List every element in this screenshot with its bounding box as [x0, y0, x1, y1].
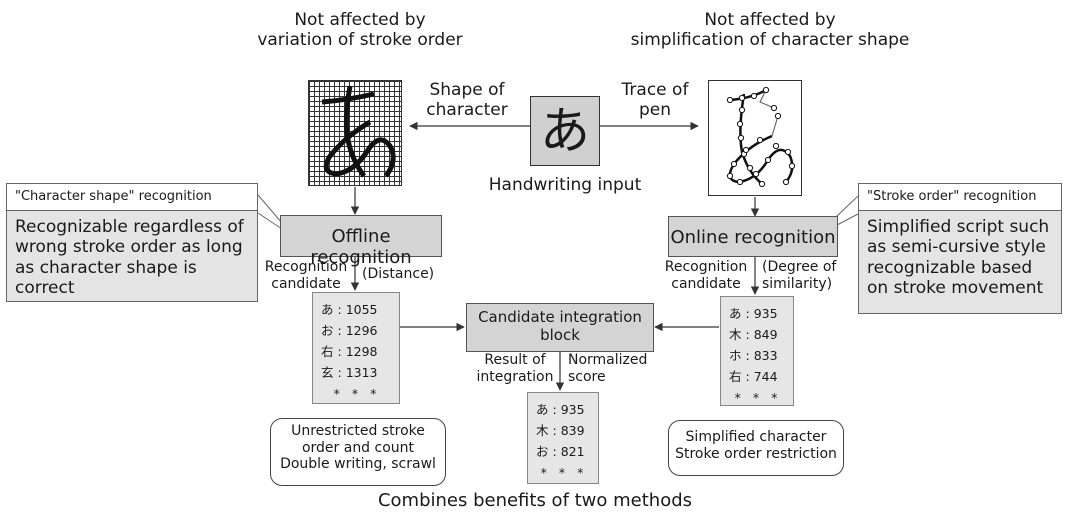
- candidate-score: 1313: [345, 365, 378, 380]
- candidate-char: 玄: [321, 365, 334, 380]
- candidate-row: あ : 935: [729, 306, 778, 321]
- online-feature-note: Simplified character Stroke order restri…: [668, 420, 844, 476]
- candidate-row: お : 821: [536, 444, 585, 459]
- candidate-score: 1298: [345, 344, 378, 359]
- input-glyph: あ: [540, 102, 590, 160]
- candidate-score: 744: [753, 369, 778, 384]
- offline-metric-label: (Distance): [362, 266, 435, 282]
- offline-candidate-label: Recognition candidate: [264, 259, 348, 292]
- candidate-char: お: [536, 444, 549, 459]
- candidate-char: あ: [321, 302, 334, 317]
- online-recognition-box: Online recognition: [668, 216, 838, 257]
- candidate-ellipsis: * * *: [540, 465, 588, 480]
- top-right-note: Not affected by simplification of charac…: [630, 10, 910, 51]
- candidate-score: 1055: [345, 302, 378, 317]
- offline-recognition-description: Recognizable regardless of wrong stroke …: [6, 210, 258, 302]
- candidate-row: ホ : 833: [729, 348, 778, 363]
- character-shape-recognition-tag: "Character shape" recognition: [6, 183, 258, 211]
- candidate-score: 849: [753, 327, 778, 342]
- candidate-integration-block: Candidate integration block: [466, 303, 654, 352]
- candidate-row: 玄 : 1313: [321, 365, 378, 380]
- handwriting-input-label: Handwriting input: [488, 175, 642, 195]
- online-recognition-description: Simplified script such as semi-cursive s…: [858, 210, 1062, 314]
- candidate-char: あ: [536, 402, 549, 417]
- online-candidate-label: Recognition candidate: [664, 259, 748, 292]
- offline-candidate-list: あ : 1055 お : 1296 右 : 1298 玄 : 1313 * * …: [312, 292, 400, 404]
- footer-caption: Combines benefits of two methods: [377, 490, 693, 511]
- offline-recognition-box: Offline recognition: [280, 215, 442, 268]
- candidate-char: 右: [729, 369, 742, 384]
- candidate-row: 木 : 849: [729, 327, 778, 342]
- character-shape-grid-image: [308, 80, 402, 186]
- candidate-row: 木 : 839: [536, 423, 585, 438]
- candidate-score: 935: [560, 402, 585, 417]
- candidate-char: 木: [729, 327, 742, 342]
- top-left-note: Not affected by variation of stroke orde…: [257, 10, 463, 51]
- candidate-score: 839: [560, 423, 585, 438]
- candidate-row: 右 : 1298: [321, 344, 378, 359]
- shape-of-character-label: Shape of character: [426, 80, 508, 121]
- candidate-char: ホ: [729, 348, 742, 363]
- candidate-char: お: [321, 323, 334, 338]
- handwriting-input-pad[interactable]: あ: [530, 96, 600, 166]
- offline-recognition-label: Offline recognition: [310, 226, 412, 269]
- online-candidate-list: あ : 935 木 : 849 ホ : 833 右 : 744 * * *: [720, 296, 794, 406]
- online-recognition-label: Online recognition: [670, 227, 836, 248]
- candidate-char: あ: [729, 306, 742, 321]
- pen-trace-image: [708, 80, 802, 196]
- offline-feature-note: Unrestricted stroke order and count Doub…: [270, 418, 446, 486]
- candidate-ellipsis: * * *: [734, 390, 782, 405]
- integrated-candidate-list: あ : 935 木 : 839 お : 821 * * *: [527, 392, 599, 484]
- integration-result-label: Result of integration: [476, 352, 554, 385]
- candidate-char: 右: [321, 344, 334, 359]
- candidate-score: 935: [753, 306, 778, 321]
- candidate-score: 821: [560, 444, 585, 459]
- candidate-char: 木: [536, 423, 549, 438]
- candidate-ellipsis: * * *: [333, 386, 381, 401]
- candidate-score: 833: [753, 348, 778, 363]
- stroke-order-recognition-tag: "Stroke order" recognition: [858, 183, 1062, 211]
- candidate-row: あ : 1055: [321, 302, 378, 317]
- online-metric-label: (Degree of similarity): [762, 259, 837, 292]
- normalized-score-label: Normalized score: [568, 352, 648, 385]
- candidate-row: お : 1296: [321, 323, 378, 338]
- integration-block-label: Candidate integration block: [478, 308, 642, 344]
- trace-of-pen-label: Trace of pen: [621, 80, 689, 121]
- pen-trace-strokes: [726, 86, 796, 188]
- candidate-row: あ : 935: [536, 402, 585, 417]
- candidate-score: 1296: [345, 323, 378, 338]
- candidate-row: 右 : 744: [729, 369, 778, 384]
- handwritten-shape-strokes: [321, 85, 396, 178]
